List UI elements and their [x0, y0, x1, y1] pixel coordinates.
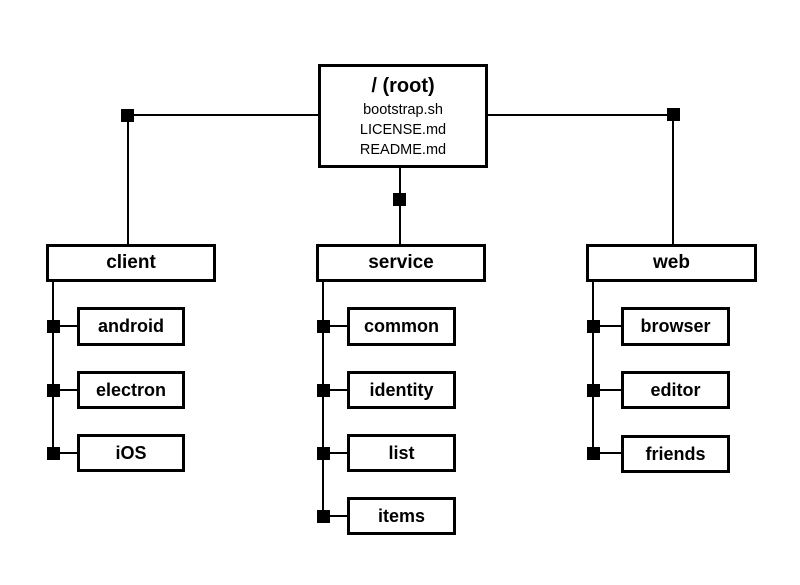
root-node: / (root) bootstrap.sh LICENSE.md README.…	[318, 64, 488, 168]
node-electron: electron	[77, 371, 185, 409]
connector-client-vertical	[127, 114, 129, 244]
service-stub-items	[322, 515, 347, 517]
node-android: android	[77, 307, 185, 346]
web-stub-friends	[592, 452, 621, 454]
junction-square-friends	[587, 447, 600, 460]
junction-square-android	[47, 320, 60, 333]
node-list: list	[347, 434, 456, 472]
junction-square-items	[317, 510, 330, 523]
service-children-vertical	[322, 281, 324, 517]
service-stub-list	[322, 452, 347, 454]
client-stub-electron	[52, 389, 77, 391]
junction-square-electron	[47, 384, 60, 397]
junction-square-common	[317, 320, 330, 333]
node-items: items	[347, 497, 456, 535]
web-children-vertical	[592, 281, 594, 454]
root-file-bootstrap: bootstrap.sh	[363, 102, 443, 118]
junction-square-web	[667, 108, 680, 121]
node-common: common	[347, 307, 456, 346]
junction-square-browser	[587, 320, 600, 333]
root-file-readme: README.md	[359, 142, 447, 158]
web-stub-editor	[592, 389, 621, 391]
client-stub-ios	[52, 452, 77, 454]
junction-square-identity	[317, 384, 330, 397]
node-browser: browser	[621, 307, 730, 346]
root-file-license: LICENSE.md	[359, 122, 447, 138]
client-children-vertical	[52, 281, 54, 454]
connector-root-to-client-horizontal	[127, 114, 318, 116]
connector-root-to-web-horizontal	[488, 114, 674, 116]
node-client: client	[46, 244, 216, 282]
root-node-title: / (root)	[371, 75, 435, 97]
node-web: web	[586, 244, 757, 282]
junction-square-client	[121, 109, 134, 122]
junction-square-editor	[587, 384, 600, 397]
node-ios: iOS	[77, 434, 185, 472]
connector-web-vertical	[672, 114, 674, 244]
node-friends: friends	[621, 435, 730, 473]
node-service: service	[316, 244, 486, 282]
web-stub-browser	[592, 325, 621, 327]
junction-square-ios	[47, 447, 60, 460]
service-stub-identity	[322, 389, 347, 391]
service-stub-common	[322, 325, 347, 327]
node-editor: editor	[621, 371, 730, 409]
client-stub-android	[52, 325, 77, 327]
junction-square-list	[317, 447, 330, 460]
node-identity: identity	[347, 371, 456, 409]
junction-square-service	[393, 193, 406, 206]
